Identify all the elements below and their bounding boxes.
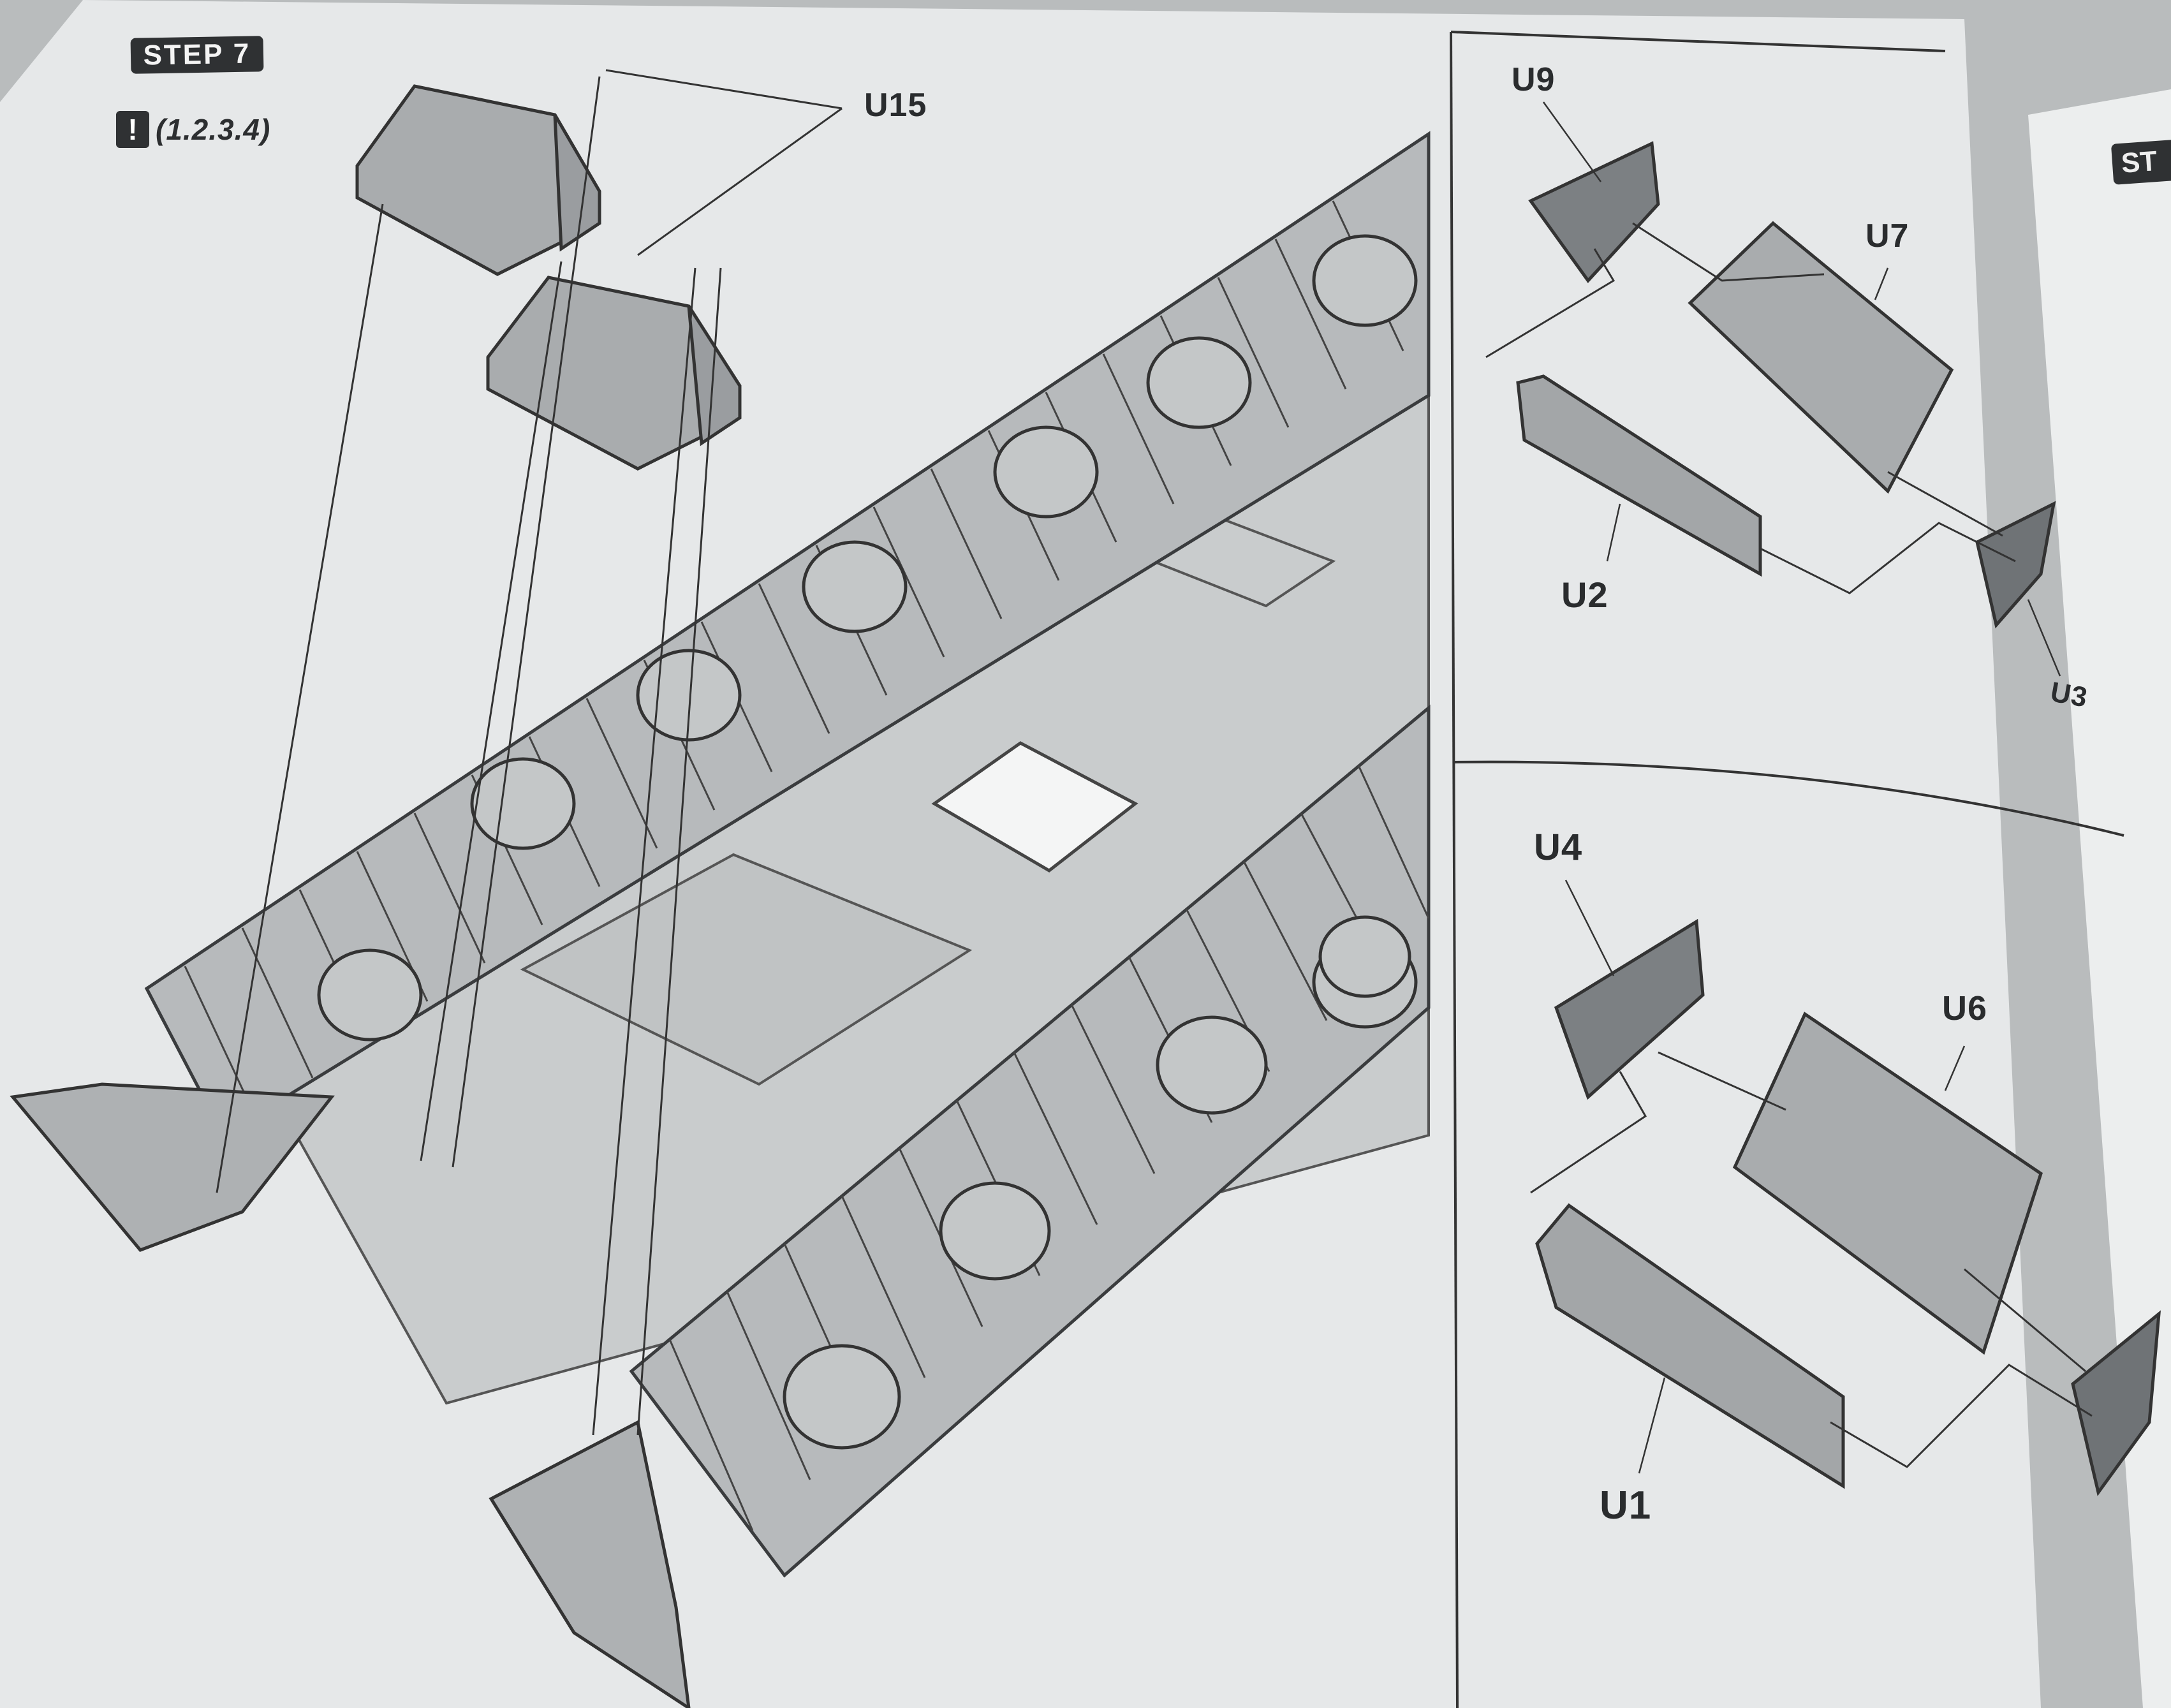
label-u3: U3 (2048, 676, 2091, 714)
label-u2: U2 (1561, 575, 1608, 615)
u9-part (1528, 141, 1660, 283)
u4-part (1554, 918, 1705, 1100)
label-u15: U15 (864, 87, 927, 124)
next-page-sheet (2028, 89, 2171, 1708)
u15-box-upper (355, 84, 601, 276)
label-leaders (1542, 101, 2061, 1474)
hull-opening (931, 741, 1138, 873)
label-u6: U6 (1942, 989, 1988, 1027)
lower-road-wheels (783, 915, 1418, 1450)
note-text: (1.2.3.4) (156, 113, 271, 146)
upper-subassembly (1485, 141, 2056, 629)
label-u9: U9 (1512, 61, 1556, 98)
label-u7: U7 (1866, 217, 1910, 254)
panel-divider (1450, 31, 1459, 1708)
main-guide-lines (216, 69, 843, 1436)
u5-part (2071, 1310, 2161, 1496)
u3-part (1975, 501, 2056, 629)
lower-subassembly (1530, 918, 2161, 1496)
label-u4: U4 (1534, 827, 1583, 868)
u7-part (1688, 221, 1954, 494)
step-badge: STEP 7 (130, 36, 264, 74)
subpanel-divider (1453, 760, 2124, 837)
u1-part (1535, 1203, 1845, 1489)
belly-plate (520, 853, 973, 1086)
u6-part (1732, 1012, 2043, 1355)
next-step-badge: ST (2110, 139, 2171, 185)
attention-note: ! (1.2.3.4) (116, 110, 270, 149)
left-front-guard (10, 1082, 335, 1252)
label-u1: U1 (1600, 1483, 1652, 1528)
u2-part (1516, 374, 1762, 577)
upper-road-wheels (317, 234, 1418, 1042)
right-front-guard (489, 1420, 691, 1708)
warning-icon: ! (116, 111, 149, 148)
